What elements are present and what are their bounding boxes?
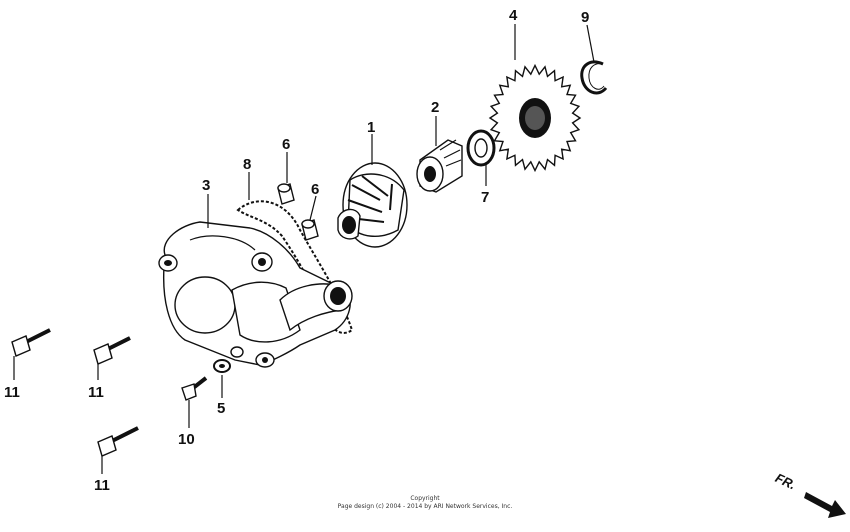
circlip-part [580, 60, 608, 95]
callout-11-middle: 11 [88, 384, 104, 401]
bolt-long-upper-left [11, 328, 51, 357]
dowel-pin-lower [301, 219, 319, 241]
front-direction-indicator: FR. [773, 470, 846, 518]
sprocket-part [488, 63, 582, 173]
callout-2: 2 [431, 99, 439, 116]
callout-8: 8 [243, 156, 251, 173]
bolt-long-upper-right [93, 336, 131, 365]
leader-lines [13, 24, 595, 474]
front-arrow-icon [804, 492, 846, 518]
copyright-line-1: Copyright [410, 495, 440, 502]
bolt-short-part [181, 376, 208, 401]
callout-9: 9 [581, 9, 589, 26]
bolt-long-lower [97, 426, 139, 457]
front-label: FR. [773, 470, 798, 492]
callout-6-lower: 6 [311, 181, 319, 198]
seal-part [466, 129, 496, 167]
impeller-part [337, 162, 408, 248]
mechanical-seal-part [416, 139, 463, 193]
callout-7: 7 [481, 189, 489, 206]
callout-11-left: 11 [4, 384, 20, 401]
callout-10: 10 [178, 431, 195, 448]
dowel-pin-upper [277, 183, 295, 205]
o-ring-part [236, 200, 354, 334]
callout-4: 4 [509, 7, 518, 24]
callout-6-upper: 6 [282, 136, 290, 153]
callout-1: 1 [367, 119, 375, 136]
washer-part [213, 359, 231, 373]
callout-11-bottom: 11 [94, 477, 110, 494]
copyright-line-2: Page design (c) 2004 - 2014 by ARI Netwo… [338, 503, 513, 510]
callout-3: 3 [202, 177, 210, 194]
callout-5: 5 [217, 400, 225, 417]
pump-cover-part [158, 221, 353, 368]
